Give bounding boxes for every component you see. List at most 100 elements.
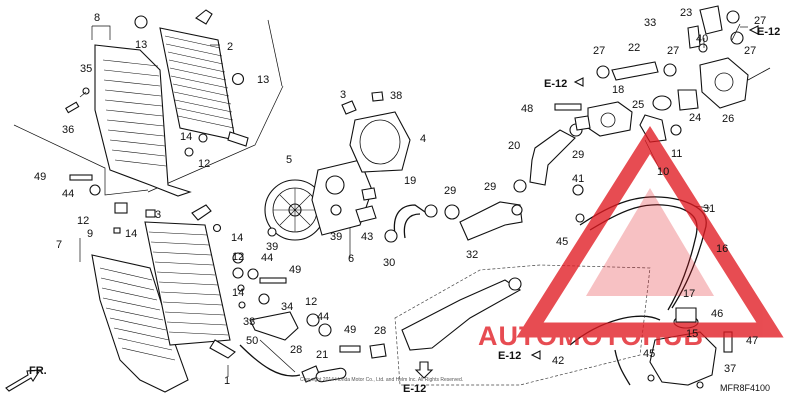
watermark-triangle-icon (516, 125, 784, 338)
callout-23: 23 (680, 7, 692, 19)
callout-36: 36 (62, 124, 74, 136)
callout-8: 8 (94, 12, 100, 24)
callout-39: 39 (266, 241, 278, 253)
callout-45: 45 (643, 348, 655, 360)
e12-ref-3: E-12 (498, 350, 541, 362)
callout-49: 49 (344, 324, 356, 336)
callout-15: 15 (686, 328, 698, 340)
svg-text:E-12: E-12 (544, 78, 567, 90)
callout-29: 29 (444, 185, 456, 197)
callout-14: 14 (232, 287, 244, 299)
callout-35: 35 (80, 63, 92, 75)
callout-24: 24 (689, 112, 701, 124)
callout-38: 38 (390, 90, 402, 102)
callout-3: 3 (155, 209, 161, 221)
callout-28: 28 (290, 344, 302, 356)
callout-22: 22 (628, 42, 640, 54)
callout-44: 44 (317, 311, 329, 323)
svg-text:E-12: E-12 (757, 26, 780, 38)
callout-14: 14 (231, 232, 243, 244)
svg-text:E-12: E-12 (498, 350, 521, 362)
callout-44: 44 (261, 252, 273, 264)
callout-12: 12 (77, 215, 89, 227)
callout-16: 16 (716, 243, 728, 255)
e12-ref-1: E-12 (544, 77, 584, 90)
watermark-logo: AUTOMOTOHUB (478, 125, 784, 351)
callout-14: 14 (180, 131, 192, 143)
fan-shroud-ring (349, 111, 411, 173)
callout-1: 1 (224, 375, 230, 387)
mid-hose-group (384, 123, 584, 243)
hose-32 (459, 201, 523, 241)
callout-10: 10 (657, 166, 669, 178)
callout-29: 29 (484, 181, 496, 193)
callout-40: 40 (696, 33, 708, 45)
callout-12: 12 (232, 251, 244, 263)
callout-25: 25 (632, 99, 644, 111)
callout-9: 9 (87, 228, 93, 240)
callout-13: 13 (257, 74, 269, 86)
callout-19: 19 (404, 175, 416, 187)
grommet-13b (231, 72, 245, 86)
callout-50: 50 (246, 335, 258, 347)
watermark-text: AUTOMOTOHUB (478, 321, 704, 351)
callout-20: 20 (508, 140, 520, 152)
callout-12: 12 (305, 296, 317, 308)
callout-27: 27 (744, 45, 756, 57)
callout-12: 12 (198, 158, 210, 170)
callout-21: 21 (316, 349, 328, 361)
callout-48: 48 (521, 103, 533, 115)
callout-18: 18 (612, 84, 624, 96)
callout-33: 33 (644, 17, 656, 29)
e12-ref-2: E-12 (748, 25, 780, 38)
front-direction-arrow: FR. (5, 365, 47, 392)
callout-49: 49 (34, 171, 46, 183)
callout-30: 30 (383, 257, 395, 269)
hose-19 (393, 204, 426, 236)
upper-radiator-core (159, 27, 236, 141)
callout-14: 14 (125, 228, 137, 240)
callout-4: 4 (420, 133, 426, 145)
callout-13: 13 (135, 39, 147, 51)
front-arrow-icon (5, 369, 42, 392)
callout-17: 17 (683, 288, 695, 300)
callout-32: 32 (466, 249, 478, 261)
reservoir-group (569, 196, 733, 389)
grommet-13a (134, 15, 148, 29)
callout-31: 31 (703, 203, 715, 215)
callout-34: 34 (281, 301, 293, 313)
callout-49: 49 (289, 264, 301, 276)
callout-2: 2 (227, 41, 233, 53)
water-pump-cover (699, 57, 749, 109)
callout-46: 46 (711, 308, 723, 320)
thermostat-housing (587, 101, 633, 137)
diagram-code: MFR8F4100 (720, 383, 770, 393)
callout-42: 42 (552, 355, 564, 367)
callout-27: 27 (754, 15, 766, 27)
upper-radiator-group (13, 9, 284, 197)
upper-radiator-shroud (94, 44, 192, 197)
callout-44: 44 (62, 188, 74, 200)
callout-43: 43 (361, 231, 373, 243)
callout-45: 45 (556, 236, 568, 248)
svg-text:E-12: E-12 (403, 383, 426, 395)
callout-47: 47 (746, 335, 758, 347)
callout-41: 41 (572, 173, 584, 185)
thermostat-group (554, 5, 771, 143)
callout-29: 29 (572, 149, 584, 161)
callout-3: 3 (340, 89, 346, 101)
callout-6: 6 (348, 253, 354, 265)
callout-labels: 8 13 2 35 13 36 14 12 49 44 12 3 9 14 7 … (34, 7, 770, 393)
callout-27: 27 (593, 45, 605, 57)
hose-20 (529, 129, 576, 186)
callout-39: 39 (330, 231, 342, 243)
front-label: FR. (29, 365, 47, 377)
fan-group (264, 91, 411, 241)
callout-11: 11 (671, 148, 682, 160)
e12-ref-4: E-12 (403, 361, 434, 395)
callout-7: 7 (56, 239, 62, 251)
callout-37: 37 (724, 363, 736, 375)
callout-33: 33 (243, 316, 255, 328)
callout-5: 5 (286, 154, 292, 166)
callout-27: 27 (667, 45, 679, 57)
